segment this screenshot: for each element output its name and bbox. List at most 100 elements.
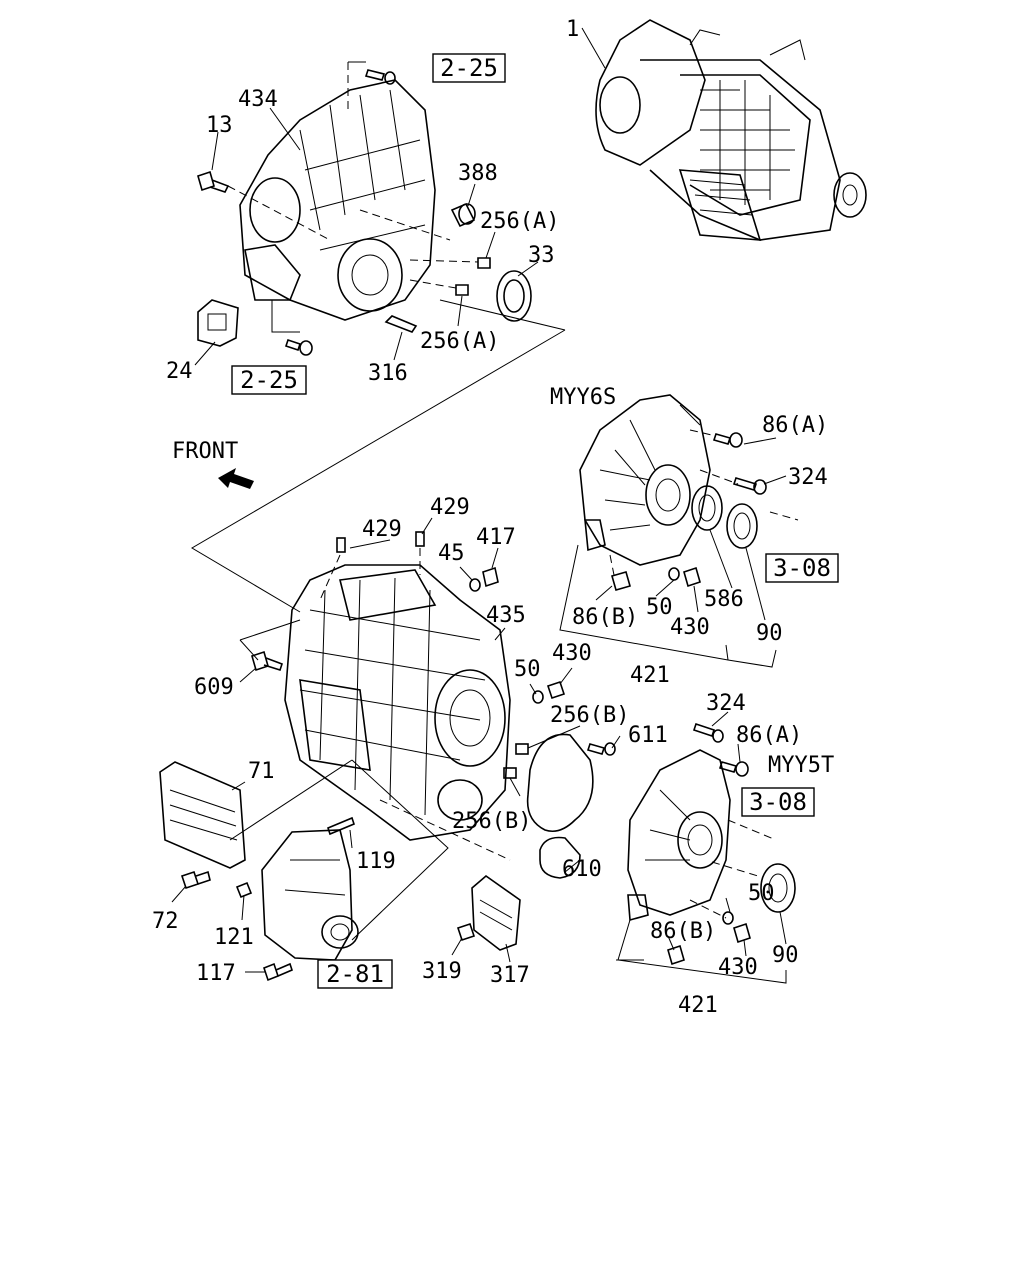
clutch-housing-illustration xyxy=(239,79,436,321)
gasket-610-illustration xyxy=(526,733,594,879)
label-417: 417 xyxy=(476,525,516,550)
leader-lines xyxy=(171,27,799,984)
label-256a-top: 256(A) xyxy=(480,209,559,234)
label-324-right: 324 xyxy=(788,465,828,490)
part-labels: 1 434 13 388 256(A) 33 24 316 256(A) MYY… xyxy=(152,17,834,1018)
label-611: 611 xyxy=(628,723,668,748)
bolt-319-illustration xyxy=(456,922,476,942)
transmission-case-illustration xyxy=(284,564,511,841)
ref-box-2-25-top[interactable]: 2-25 xyxy=(432,53,506,83)
label-434: 434 xyxy=(238,87,278,112)
shift-cover-illustration xyxy=(261,829,359,961)
rear-cover-myy6s-illustration xyxy=(579,394,711,566)
plug-430-lower-illustration xyxy=(733,922,751,944)
label-86a-right: 86(A) xyxy=(762,413,828,438)
bolt-86b-lower-illustration xyxy=(667,944,685,966)
label-430-right: 430 xyxy=(670,615,710,640)
plug-430-right-illustration xyxy=(683,566,701,588)
label-388: 388 xyxy=(458,161,498,186)
bolt-72-illustration xyxy=(180,870,211,890)
label-90-right: 90 xyxy=(756,621,783,646)
bolt-bottom-illustration xyxy=(284,338,313,356)
label-609: 609 xyxy=(194,675,234,700)
seal-90-lower-illustration xyxy=(760,863,796,913)
svg-text:2-81: 2-81 xyxy=(326,960,384,988)
oring-50-mid-illustration xyxy=(532,690,544,704)
bolt-324-right-illustration xyxy=(732,477,767,495)
label-429-a: 429 xyxy=(362,517,402,542)
label-50-mid: 50 xyxy=(514,657,541,682)
label-33: 33 xyxy=(528,243,555,268)
cover-317-illustration xyxy=(471,874,521,951)
bushing-388-illustration xyxy=(450,202,476,228)
ref-box-3-08-lower[interactable]: 3-08 xyxy=(741,787,815,817)
label-72: 72 xyxy=(152,909,179,934)
label-430-mid: 430 xyxy=(552,641,592,666)
label-50-lower: 50 xyxy=(748,881,775,906)
svg-text:3-08: 3-08 xyxy=(749,788,807,816)
label-myy5t: MYY5T xyxy=(768,753,834,778)
ref-box-2-25-bottom[interactable]: 2-25 xyxy=(231,365,307,395)
label-1: 1 xyxy=(566,17,579,42)
oring-50-right-illustration xyxy=(668,567,680,581)
label-256b-low: 256(B) xyxy=(452,809,531,834)
label-316: 316 xyxy=(368,361,408,386)
label-90-lower: 90 xyxy=(772,943,799,968)
label-86b-right: 86(B) xyxy=(572,605,638,630)
label-71: 71 xyxy=(248,759,275,784)
bolt-86a-right-illustration xyxy=(712,432,743,448)
nut-121-illustration xyxy=(235,881,253,899)
oring-45-illustration xyxy=(469,578,481,592)
stud-119-illustration xyxy=(327,816,355,836)
label-24: 24 xyxy=(166,359,193,384)
label-86a-lower: 86(A) xyxy=(736,723,802,748)
plate-316-illustration xyxy=(384,315,418,333)
bolt-86a-lower-illustration xyxy=(718,761,749,777)
bolt-86b-right-illustration xyxy=(611,571,631,591)
label-319: 319 xyxy=(422,959,462,984)
dowel-pin-256a-illustration xyxy=(455,257,491,296)
label-myy6s: MYY6S xyxy=(550,385,616,410)
seal-90-right-illustration xyxy=(726,503,758,549)
seal-586-illustration xyxy=(691,485,723,531)
oring-50-lower-illustration xyxy=(722,911,734,925)
label-435: 435 xyxy=(486,603,526,628)
bolt-324-lower-illustration xyxy=(692,722,724,743)
label-86b-lower: 86(B) xyxy=(650,919,716,944)
bolt-117-illustration xyxy=(263,962,293,982)
label-421-top: 421 xyxy=(630,663,670,688)
label-front: FRONT xyxy=(172,439,238,464)
bolt-top-illustration xyxy=(364,69,396,85)
label-430-lower: 430 xyxy=(718,955,758,980)
label-256a-low: 256(A) xyxy=(420,329,499,354)
bolt-13-illustration xyxy=(197,170,230,193)
plug-417-illustration xyxy=(482,566,499,588)
label-45: 45 xyxy=(438,541,465,566)
svg-text:2-25: 2-25 xyxy=(240,366,298,394)
bolt-611-illustration xyxy=(586,742,616,756)
transmission-assembly-illustration xyxy=(595,19,867,241)
rear-cover-myy5t-illustration xyxy=(627,749,731,922)
label-324-lower: 324 xyxy=(706,691,746,716)
label-119: 119 xyxy=(356,849,396,874)
pin-429-illustration xyxy=(336,531,425,553)
bolt-609-illustration xyxy=(251,650,284,672)
label-421-low: 421 xyxy=(678,993,718,1018)
cover-24-illustration xyxy=(197,299,239,347)
oil-seal-33-illustration xyxy=(496,270,532,322)
ref-box-2-81[interactable]: 2-81 xyxy=(317,959,393,989)
svg-text:3-08: 3-08 xyxy=(773,554,831,582)
ref-box-3-08-right[interactable]: 3-08 xyxy=(765,553,839,583)
label-610: 610 xyxy=(562,857,602,882)
label-121: 121 xyxy=(214,925,254,950)
label-429-b: 429 xyxy=(430,495,470,520)
label-586: 586 xyxy=(704,587,744,612)
label-256b-top: 256(B) xyxy=(550,703,629,728)
label-317: 317 xyxy=(490,963,530,988)
plug-430-mid-illustration xyxy=(546,680,566,700)
cover-71-illustration xyxy=(159,761,246,869)
label-117: 117 xyxy=(196,961,236,986)
front-arrow-icon xyxy=(218,468,254,489)
svg-text:2-25: 2-25 xyxy=(440,54,498,82)
